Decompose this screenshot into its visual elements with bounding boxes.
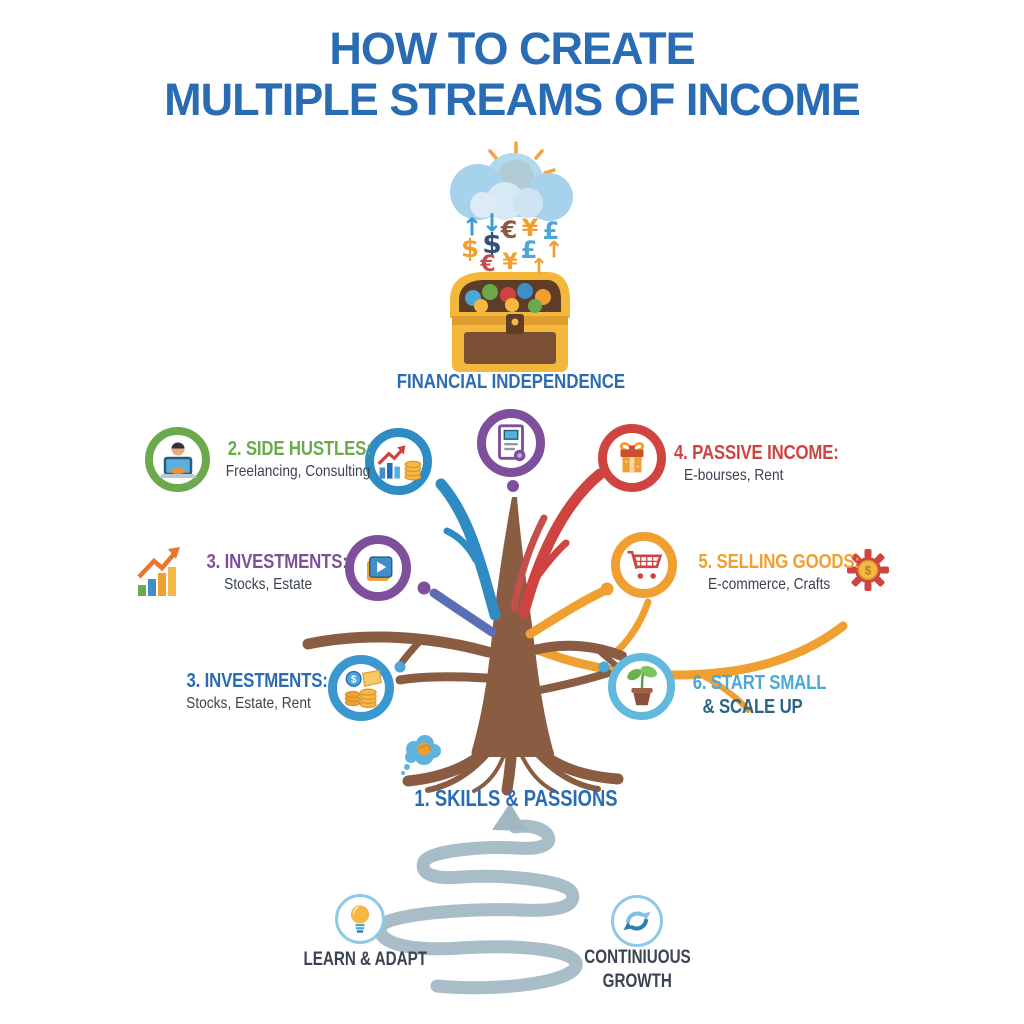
- node-sprout: [608, 653, 675, 720]
- growth-chart-coins-icon: [377, 444, 421, 480]
- skills-passions-label: 1. SKILLS & PASSIONS: [414, 785, 618, 811]
- video-play-icon: [367, 556, 393, 581]
- node-continuous-cycle: [611, 895, 663, 947]
- node-side-hustles: [145, 427, 210, 492]
- certificate-document-icon: [498, 424, 526, 462]
- passive-income-label: 4. PASSIVE INCOME: E-bourses, Rent: [674, 442, 839, 484]
- cloud-icon: [450, 153, 573, 221]
- title-line1: HOW TO CREATE: [329, 23, 695, 74]
- page-title: HOW TO CREATE MULTIPLE STREAMS OF INCOME: [0, 23, 1024, 126]
- branch-dots: [394, 480, 614, 673]
- selling-goods-label: 5. SELLING GOODS: E-commerce, Crafts: [698, 551, 860, 593]
- freelancer-laptop-icon: [158, 442, 197, 478]
- refresh-arrows-icon: [623, 911, 651, 931]
- tree-roots: [402, 732, 624, 796]
- treasure-coins: [465, 283, 551, 313]
- bar-chart-icon: [136, 545, 188, 604]
- continuous-growth-label: CONTINIUOUS GROWTH: [583, 947, 691, 992]
- gear-dollar-icon: $: [845, 547, 891, 598]
- tree-branches: [302, 468, 848, 713]
- tree-trunk: [471, 497, 555, 758]
- node-coins-savings: $: [328, 655, 394, 721]
- treasure-chest-icon: [450, 272, 570, 372]
- dollar-glyph: $: [351, 675, 357, 686]
- spiral-arrowhead: [492, 803, 527, 831]
- coins-savings-icon: $: [344, 669, 382, 709]
- node-video-course: [345, 535, 411, 601]
- shopping-cart-icon: [627, 550, 663, 579]
- node-growth-chart: [365, 428, 432, 495]
- side-hustles-label: 2. SIDE HUSTLES: Freelancing, Consulting: [225, 438, 372, 480]
- bar-chart-arrow-icon: [137, 547, 180, 596]
- node-lightbulb: [335, 894, 385, 944]
- node-shopping-cart: [611, 532, 677, 598]
- learn-adapt-label: LEARN & ADAPT: [303, 949, 427, 970]
- financial-independence-label: FINANCIAL INDEPENDENCE: [396, 371, 626, 393]
- brain-bubble-icon: [401, 735, 441, 775]
- growth-spiral-arrow: [373, 803, 583, 995]
- lightbulb-icon: [350, 905, 370, 933]
- investments-low-label: 3. INVESTMENTS: Stocks, Estate, Rent: [185, 670, 328, 712]
- sprout-pot-icon: [626, 665, 657, 705]
- start-small-label: 6. START SMALL & SCALE UP: [692, 672, 827, 718]
- gear-coin-icon: $: [847, 549, 889, 591]
- dollar-glyph: $: [865, 564, 872, 578]
- idea-thought-bubble-icon: [396, 733, 448, 790]
- node-certificate: [477, 409, 545, 477]
- node-gift: [598, 424, 666, 492]
- title-line2: MULTIPLE STREAMS OF INCOME: [164, 73, 861, 125]
- gift-box-icon: [619, 442, 645, 473]
- investments-mid-label: 3. INVESTMENTS: Stocks, Estate: [206, 551, 348, 593]
